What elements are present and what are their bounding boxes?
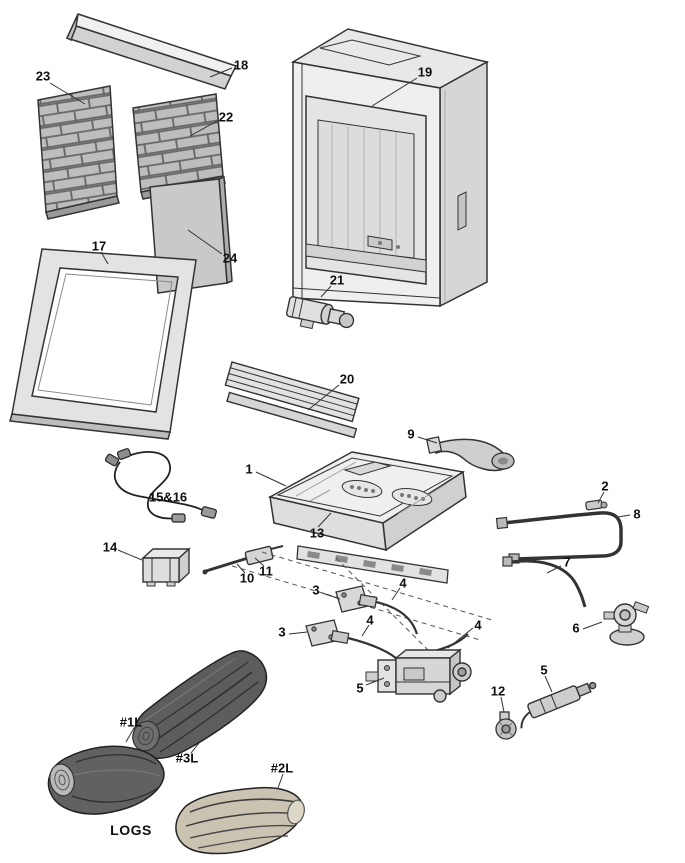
part-9-handle [425,436,515,472]
label-part-3-upper: 3 [312,582,320,598]
log-2L [175,786,305,855]
part-23-brick-panel [37,85,120,220]
label-part-13: 13 [309,525,325,541]
part-21-latch-assembly [285,296,355,330]
part-1-burner-tray [267,451,467,584]
label-part-4-middle: 4 [366,612,374,628]
parts-3-4-pilot-brackets [305,585,469,661]
label-part-4-upper: 4 [399,575,407,591]
label-part-18: 18 [233,57,249,73]
label-part-21: 21 [329,272,345,288]
part-12-igniter-button [495,711,517,740]
label-part-8: 8 [633,506,641,522]
label-part-7: 7 [563,554,571,570]
part-7-pilot-tube [502,556,587,608]
label-part-11: 11 [259,563,273,579]
label-part-10: 10 [239,570,255,586]
label-part-4-right: 4 [474,617,482,633]
part-10-11-igniter [202,545,284,575]
part-2-8-gas-line [495,499,623,564]
label-part-23: 23 [35,68,51,84]
label-log-3L: #3L [175,750,199,766]
part-6-valve-fitting [603,601,650,646]
part-17-door-frame [9,248,197,440]
part-5-gas-valve [365,648,472,703]
log-1L [47,745,165,815]
part-19-firebox [290,28,490,308]
label-part-2: 2 [601,478,609,494]
part-18-top-trim [65,13,238,90]
label-part-24: 24 [222,250,238,266]
label-part-12: 12 [490,683,506,699]
leader-lines [49,67,631,789]
label-part-9: 9 [407,426,415,442]
label-part-1: 1 [245,461,253,477]
label-part-22: 22 [218,109,234,125]
label-log-1L: #1L [119,714,143,730]
label-part-5-thermopile: 5 [540,662,548,678]
part-14-receptacle [141,547,191,587]
label-log-2L: #2L [270,760,294,776]
label-part-15-16: 15&16 [148,489,188,505]
label-part-14: 14 [102,539,118,555]
log-3L [132,650,268,759]
label-part-19: 19 [417,64,433,80]
label-part-5-valve: 5 [356,680,364,696]
label-part-6: 6 [572,620,580,636]
part-20-louver [224,361,360,439]
label-logs: LOGS [110,822,152,838]
label-part-3-lower: 3 [278,624,286,640]
wires-15-16 [104,448,217,523]
label-part-17: 17 [91,238,107,254]
label-part-20: 20 [339,371,355,387]
part-5-thermopile [520,681,597,729]
